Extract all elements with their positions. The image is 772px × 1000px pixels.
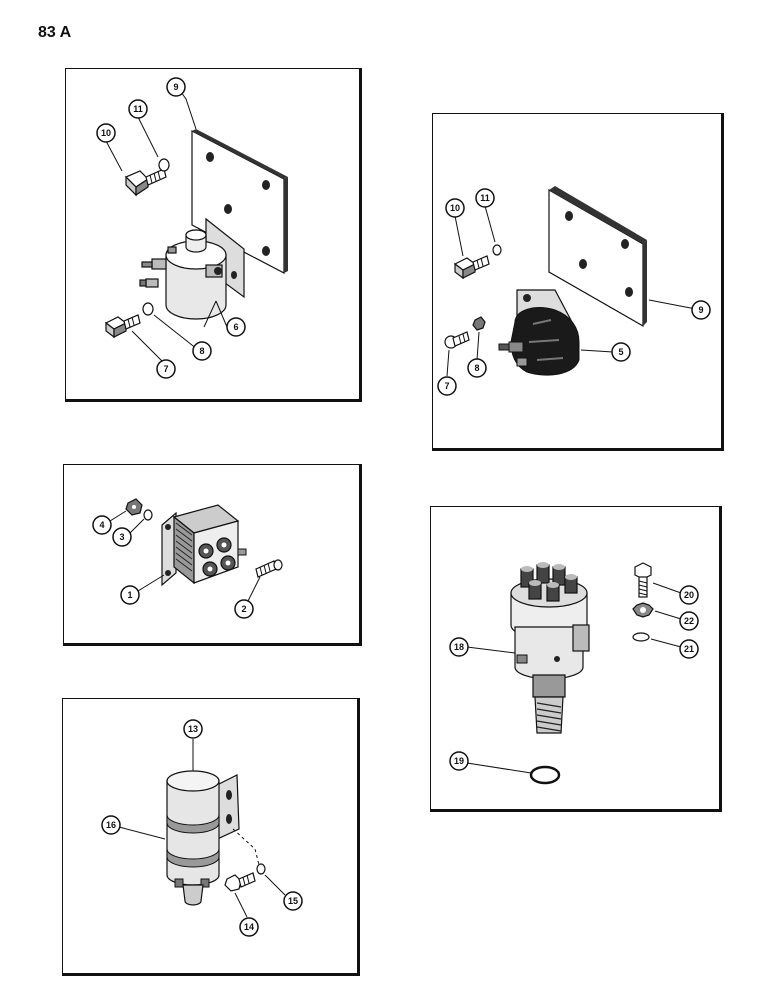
solenoid-6-shape xyxy=(139,217,245,320)
callout-11: 11 xyxy=(128,99,148,119)
panel-distributor: 18 20 22 21 19 xyxy=(430,506,722,812)
panel-solenoid-a: 9 10 11 6 7 8 xyxy=(65,68,362,402)
svg-text:5: 5 xyxy=(618,347,623,357)
callout-11: 11 xyxy=(475,188,495,208)
distributor-diagram: 18 20 22 21 19 xyxy=(449,562,699,785)
svg-text:22: 22 xyxy=(684,616,694,626)
svg-text:1: 1 xyxy=(127,590,132,600)
callout-13: 13 xyxy=(183,719,203,739)
svg-text:20: 20 xyxy=(684,590,694,600)
panel-solenoid-b: 10 11 9 5 7 8 xyxy=(432,113,724,451)
bolt-10-shape xyxy=(453,255,490,280)
solenoid-5-shape xyxy=(498,289,580,376)
svg-text:18: 18 xyxy=(454,642,464,652)
svg-text:10: 10 xyxy=(450,203,460,213)
svg-text:10: 10 xyxy=(101,128,111,138)
bolt-7-shape xyxy=(104,314,141,339)
callout-2: 2 xyxy=(234,599,254,619)
callout-7: 7 xyxy=(437,376,457,396)
callout-20: 20 xyxy=(679,585,699,605)
distributor-18-shape xyxy=(510,562,590,734)
svg-text:8: 8 xyxy=(199,346,204,356)
svg-text:11: 11 xyxy=(133,104,143,114)
svg-text:9: 9 xyxy=(698,305,703,315)
callout-16: 16 xyxy=(101,815,121,835)
callout-9: 9 xyxy=(166,77,186,97)
callout-8: 8 xyxy=(467,358,487,378)
callout-15: 15 xyxy=(283,891,303,911)
callout-5: 5 xyxy=(611,342,631,362)
svg-text:4: 4 xyxy=(99,520,104,530)
svg-text:19: 19 xyxy=(454,756,464,766)
callout-4: 4 xyxy=(92,515,112,535)
svg-text:3: 3 xyxy=(119,532,124,542)
callout-10: 10 xyxy=(96,123,116,143)
solenoid-a-diagram: 9 10 11 6 7 8 xyxy=(96,77,288,379)
svg-text:9: 9 xyxy=(173,82,178,92)
callout-8: 8 xyxy=(192,341,212,361)
callout-3: 3 xyxy=(112,527,132,547)
panel-regulator: 4 3 1 2 xyxy=(63,464,362,646)
svg-text:6: 6 xyxy=(233,322,238,332)
screw-2-shape xyxy=(255,559,283,578)
coil-diagram: 13 16 14 15 xyxy=(101,719,303,937)
svg-text:7: 7 xyxy=(444,381,449,391)
oring-19-shape xyxy=(529,765,561,785)
panel-coil: 13 16 14 15 xyxy=(62,698,360,976)
callout-14: 14 xyxy=(239,917,259,937)
callout-9: 9 xyxy=(691,300,711,320)
svg-text:14: 14 xyxy=(244,922,254,932)
svg-text:15: 15 xyxy=(288,896,298,906)
callout-22: 22 xyxy=(679,611,699,631)
callout-1: 1 xyxy=(120,585,140,605)
callout-19: 19 xyxy=(449,751,469,771)
svg-text:11: 11 xyxy=(480,193,490,203)
screw-7-shape xyxy=(444,331,470,349)
bolt-14-shape xyxy=(224,872,256,892)
coil-16-shape xyxy=(166,770,240,906)
svg-text:21: 21 xyxy=(684,644,694,654)
bolt-20-shape xyxy=(634,562,652,598)
page-number: 83 A xyxy=(38,24,72,41)
svg-text:8: 8 xyxy=(474,363,479,373)
regulator-1-shape xyxy=(161,504,247,587)
svg-text:13: 13 xyxy=(188,724,198,734)
bolt-10-shape xyxy=(124,168,167,197)
callout-10: 10 xyxy=(445,198,465,218)
solenoid-b-diagram: 10 11 9 5 7 8 xyxy=(437,186,711,396)
callout-21: 21 xyxy=(679,639,699,659)
callout-6: 6 xyxy=(226,317,246,337)
svg-text:7: 7 xyxy=(163,364,168,374)
svg-text:2: 2 xyxy=(241,604,246,614)
regulator-diagram: 4 3 1 2 xyxy=(92,498,283,619)
callout-7: 7 xyxy=(156,359,176,379)
callout-18: 18 xyxy=(449,637,469,657)
svg-text:16: 16 xyxy=(106,820,116,830)
